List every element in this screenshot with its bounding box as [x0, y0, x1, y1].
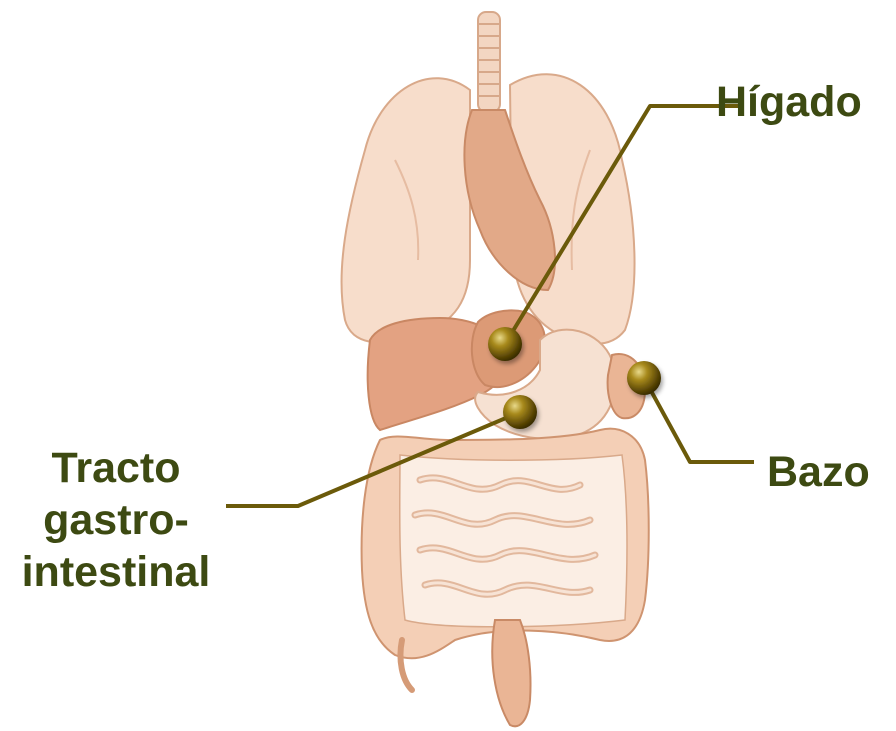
marker-bazo-sphere-icon [627, 361, 661, 395]
rectum [492, 620, 530, 726]
right-lung [342, 78, 470, 342]
label-bazo: Bazo [767, 446, 870, 498]
label-tracto-gastrointestinal: Tracto gastro- intestinal [4, 442, 228, 598]
leader-line-bazo [644, 378, 754, 462]
label-tracto-line-3: intestinal [4, 546, 228, 598]
marker-higado-sphere-icon [488, 327, 522, 361]
label-higado: Hígado [716, 76, 862, 128]
organs-illustration [342, 12, 649, 726]
label-tracto-line-1: Tracto [4, 442, 228, 494]
marker-tracto-sphere-icon [503, 395, 537, 429]
label-tracto-line-2: gastro- [4, 494, 228, 546]
trachea [478, 12, 500, 112]
